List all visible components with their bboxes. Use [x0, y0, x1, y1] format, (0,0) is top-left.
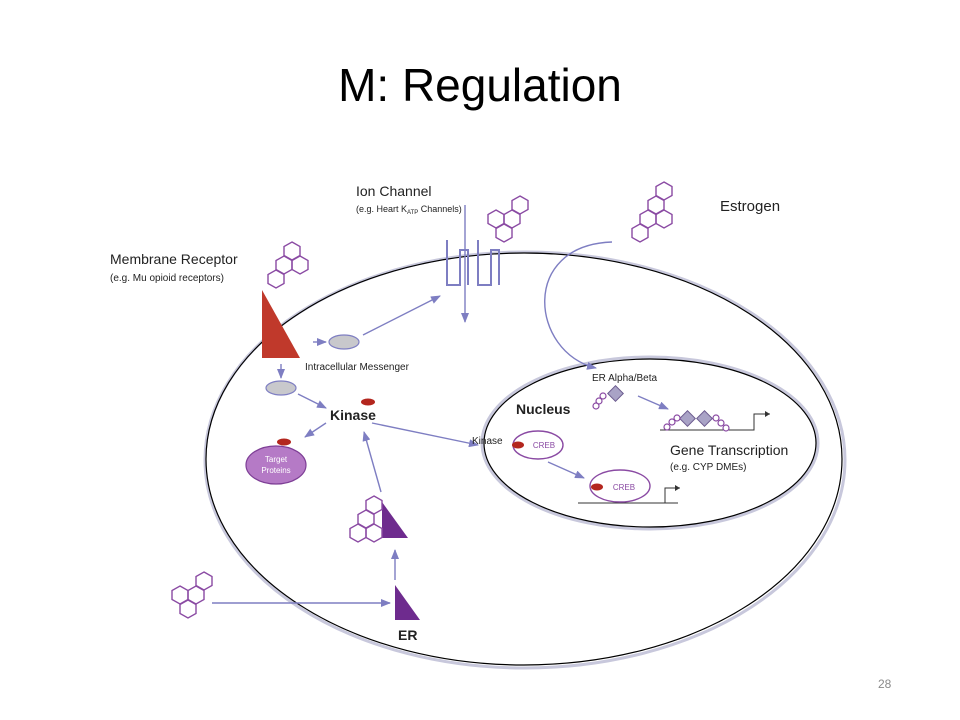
ion-channel-subtitle: (e.g. Heart KATP Channels) [356, 204, 462, 216]
kinase-to-nucleus-arrow [371, 422, 479, 448]
nucleus-membrane [483, 358, 817, 528]
target-proteins [245, 445, 307, 485]
er-to-kinase-arrow [362, 431, 382, 493]
hexagon-molecule-bottom-left [171, 571, 213, 619]
hexagon-molecule-estrogen [631, 181, 673, 243]
gene-transcription-title: Gene Transcription [670, 442, 788, 458]
er-bound-icon [382, 502, 408, 538]
kinase-label: Kinase [330, 407, 376, 423]
hexagon-molecule-receptor [267, 241, 309, 289]
gene-transcription-subtitle: (e.g. CYP DMEs) [670, 462, 747, 473]
creb-bottom-red-dot [591, 483, 603, 491]
membrane-receptor-icon [262, 290, 300, 358]
membrane-receptor-title: Membrane Receptor [110, 251, 238, 267]
cell-membrane-outline [203, 250, 847, 670]
er-alpha-beta-label: ER Alpha/Beta [592, 373, 657, 384]
intracellular-messenger-label: Intracellular Messenger [305, 362, 410, 373]
slide-title: M: Regulation [338, 59, 622, 111]
kinase-to-target-arrow [304, 422, 327, 438]
er-to-gene-arrow [637, 395, 669, 410]
target-proteins-label-line1: Target [265, 455, 288, 464]
creb-bottom [589, 469, 651, 503]
creb-to-dna-arrow [547, 461, 585, 479]
kinase-red-dot [361, 398, 375, 406]
creb-top-red-dot [512, 441, 524, 449]
intracellular-messenger-2 [265, 380, 297, 396]
membrane-receptor-subtitle: (e.g. Mu opioid receptors) [110, 273, 224, 284]
messenger-to-ion-channel-arrow [362, 295, 441, 336]
hexagon-molecule-er-bound [349, 495, 383, 543]
estrogen-label: Estrogen [720, 198, 780, 215]
kinase-small-label: Kinase [472, 436, 503, 447]
messenger-to-kinase-arrow [297, 393, 327, 409]
er-icon [395, 585, 420, 620]
cell-membrane [205, 252, 843, 666]
target-red-dot [277, 438, 291, 446]
creb-dna [578, 485, 680, 504]
hexagon-molecule-ion-channel [487, 195, 529, 243]
nucleus-outline [480, 355, 820, 531]
creb-top-label: CREB [533, 441, 555, 450]
er-alpha-beta-diamond [607, 385, 624, 402]
intracellular-messenger-1 [328, 334, 360, 350]
target-proteins-label-line2: Proteins [261, 466, 290, 475]
gene-complex [660, 410, 770, 432]
ion-channel-title: Ion Channel [356, 183, 432, 199]
estrogen-entry-arrow [544, 241, 613, 370]
creb-bottom-label: CREB [613, 483, 635, 492]
er-alpha-beta-beads [592, 392, 607, 410]
ion-channel [446, 240, 500, 286]
page-number: 28 [878, 677, 892, 691]
nucleus-label: Nucleus [516, 401, 571, 417]
er-label: ER [398, 627, 417, 643]
